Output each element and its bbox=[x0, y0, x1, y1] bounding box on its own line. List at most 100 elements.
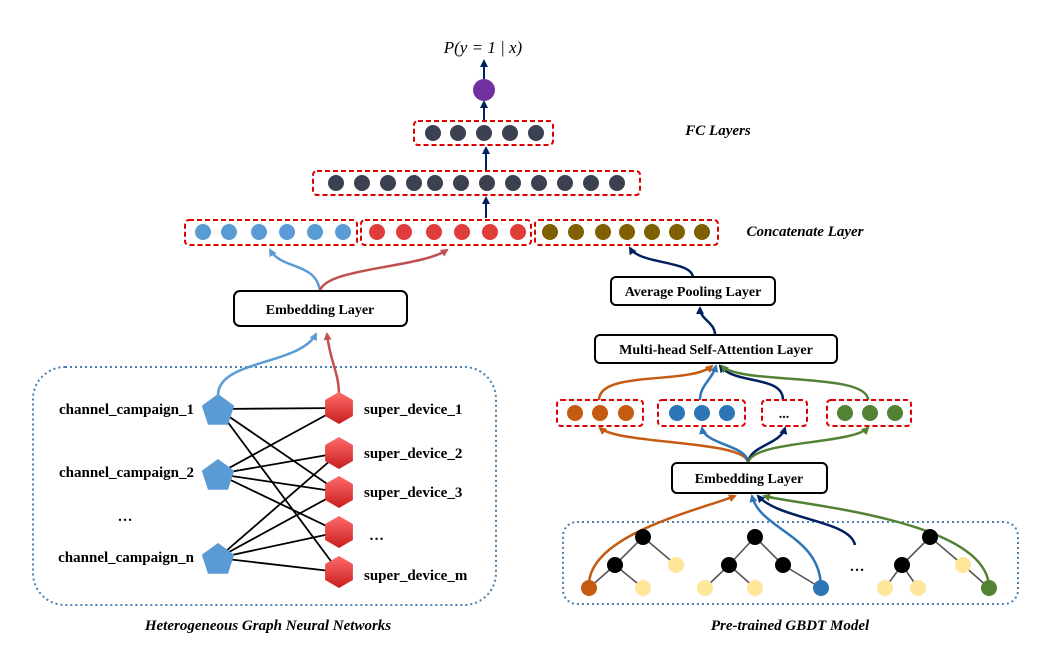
left-embedding-layer-box bbox=[233, 290, 408, 327]
graph-edge-1 bbox=[217, 407, 340, 410]
graph-edge-9 bbox=[217, 491, 340, 559]
fc1-node-3 bbox=[380, 175, 396, 191]
channel-label-1: channel_campaign_1 bbox=[59, 402, 194, 418]
concat-red-node-4 bbox=[454, 224, 470, 240]
tree2-node-2 bbox=[721, 557, 737, 573]
concat-olive-node-1 bbox=[542, 224, 558, 240]
fc2-node-1 bbox=[425, 125, 441, 141]
ellipsis-tree-to-embedding bbox=[756, 494, 857, 546]
graph-edge-8 bbox=[217, 452, 340, 559]
fc1-node-10 bbox=[557, 175, 573, 191]
concatenate-layer-label: Concatenate Layer bbox=[746, 224, 863, 240]
concat-red-node-3 bbox=[426, 224, 442, 240]
fc-layer-2-box bbox=[413, 120, 554, 146]
green-token-group bbox=[826, 399, 912, 427]
fc2-node-5 bbox=[528, 125, 544, 141]
tree1-node-3 bbox=[668, 557, 684, 573]
blue-token-group bbox=[657, 399, 746, 427]
device-label-3: super_device_3 bbox=[364, 485, 462, 501]
tree3-node-2 bbox=[894, 557, 910, 573]
gbdt-trees bbox=[581, 529, 997, 596]
embedding-to-blue-arrow bbox=[268, 248, 322, 292]
channel-to-embedding-arrow bbox=[216, 332, 318, 396]
device-label-1: super_device_1 bbox=[364, 402, 462, 418]
attention-to-pooling-arrow bbox=[696, 306, 717, 336]
device-label-2: super_device_2 bbox=[364, 446, 462, 462]
device-node-2 bbox=[325, 437, 353, 469]
output-node bbox=[473, 79, 495, 101]
graph-edge-11 bbox=[217, 557, 340, 573]
concat-red-node-2 bbox=[396, 224, 412, 240]
fc-layers-label: FC Layers bbox=[684, 123, 751, 139]
fc2-node-3 bbox=[476, 125, 492, 141]
concat-red-box bbox=[360, 219, 532, 246]
tree2-node-5 bbox=[747, 580, 763, 596]
gbdt-frame bbox=[562, 521, 1019, 605]
graph-edge-4 bbox=[217, 407, 340, 475]
green-group-to-attention bbox=[720, 364, 870, 401]
average-pooling-layer-label: Average Pooling Layer bbox=[625, 285, 762, 300]
device-node-1 bbox=[325, 392, 353, 424]
device-to-embedding-arrow bbox=[323, 332, 341, 396]
tree-ellipsis: … bbox=[850, 559, 865, 575]
device-node-3 bbox=[325, 476, 353, 508]
graph-nodes bbox=[201, 392, 353, 588]
fc1-node-7 bbox=[479, 175, 495, 191]
left-embedding-layer-label: Embedding Layer bbox=[266, 303, 375, 318]
fc-layer-1-nodes bbox=[328, 175, 625, 191]
concat-blue-node-1 bbox=[195, 224, 211, 240]
concat-olive-node-5 bbox=[644, 224, 660, 240]
hgnn-frame bbox=[32, 366, 497, 606]
output-formula: P(y = 1 | x) bbox=[443, 38, 523, 57]
tree3-node-6 bbox=[981, 580, 997, 596]
concat-olive-node-6 bbox=[669, 224, 685, 240]
attention-layer-label: Multi-head Self-Attention Layer bbox=[619, 343, 813, 358]
pooling-to-olive-arrow bbox=[628, 246, 695, 279]
tree2-node-4 bbox=[697, 580, 713, 596]
tree1-node-2 bbox=[607, 557, 623, 573]
token-blue-node-2 bbox=[694, 405, 710, 421]
graph-edge-10 bbox=[217, 531, 340, 559]
graph-edge-7 bbox=[217, 473, 340, 533]
concat-olive-node-7 bbox=[694, 224, 710, 240]
left-caption: Heterogeneous Graph Neural Networks bbox=[144, 618, 391, 634]
graph-edges bbox=[217, 407, 340, 573]
tree3-node-5 bbox=[910, 580, 926, 596]
embedding-to-ellipsis-group bbox=[746, 426, 788, 464]
fc1-node-5 bbox=[427, 175, 443, 191]
concat-blue-box bbox=[184, 219, 358, 246]
channel-label-n: channel_campaign_n bbox=[58, 550, 195, 566]
channel-node-3 bbox=[201, 543, 235, 574]
right-embedding-layer-label: Embedding Layer bbox=[695, 472, 804, 487]
fc1-node-9 bbox=[531, 175, 547, 191]
fc1-node-1 bbox=[328, 175, 344, 191]
blue-leaf-to-embedding bbox=[749, 494, 823, 589]
tree2-node-3 bbox=[775, 557, 791, 573]
graph-edge-2 bbox=[217, 408, 340, 493]
fc1-node-4 bbox=[406, 175, 422, 191]
channel-ellipsis: … bbox=[118, 509, 133, 525]
blue-group-to-attention bbox=[698, 364, 719, 401]
tree3-node-3 bbox=[955, 557, 971, 573]
fc1-node-12 bbox=[609, 175, 625, 191]
concat-olive-node-4 bbox=[619, 224, 635, 240]
orange-leaf-to-embedding bbox=[587, 494, 737, 589]
fc-layer-1-box bbox=[312, 170, 641, 196]
token-group-ellipsis: ... bbox=[779, 407, 790, 422]
channel-node-2 bbox=[201, 459, 235, 490]
token-blue-node-1 bbox=[669, 405, 685, 421]
concat-olive-box bbox=[534, 219, 719, 246]
tree1-node-1 bbox=[635, 529, 651, 545]
tree3-node-1 bbox=[922, 529, 938, 545]
token-green-node-1 bbox=[837, 405, 853, 421]
concat-layer-nodes bbox=[195, 224, 710, 240]
fc1-node-11 bbox=[583, 175, 599, 191]
device-ellipsis: … bbox=[369, 528, 384, 544]
orange-token-group bbox=[556, 399, 644, 427]
fc1-node-8 bbox=[505, 175, 521, 191]
right-caption: Pre-trained GBDT Model bbox=[711, 618, 870, 634]
embedding-to-orange-group bbox=[598, 426, 750, 464]
concat-olive-node-2 bbox=[568, 224, 584, 240]
graph-edge-6 bbox=[217, 473, 340, 493]
